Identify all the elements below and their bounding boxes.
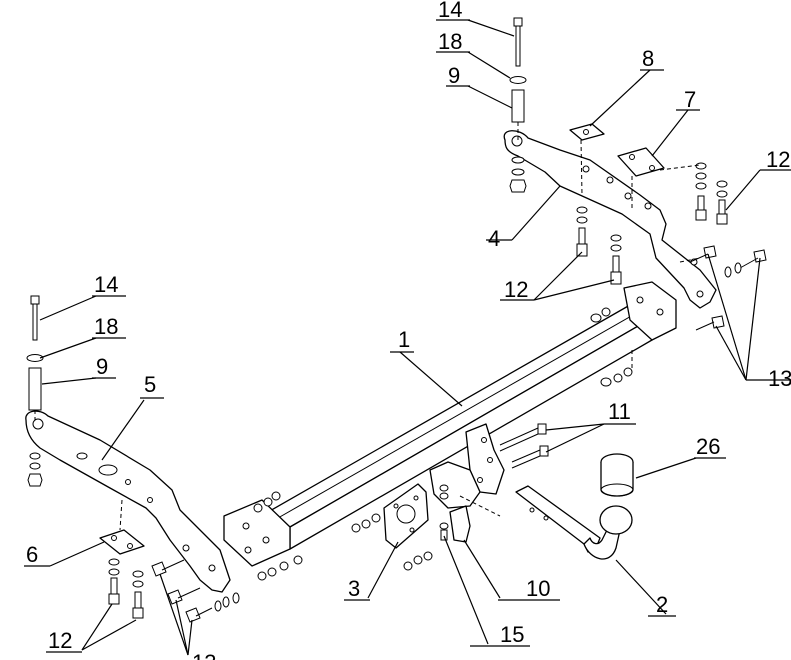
callout-10: 10 xyxy=(526,576,550,601)
callout-7: 7 xyxy=(684,87,696,112)
callout-1: 1 xyxy=(398,327,410,352)
callout-14-right: 14 xyxy=(438,0,462,22)
callout-9-left: 9 xyxy=(96,354,108,379)
bolt-stack-left xyxy=(26,295,44,487)
nuts-crossbar-right xyxy=(590,307,633,387)
bolts-left-side xyxy=(151,559,240,623)
callout-2: 2 xyxy=(656,592,668,617)
callout-18-left: 18 xyxy=(94,314,118,339)
leader-lines xyxy=(24,19,791,656)
plate-part-6 xyxy=(99,529,145,555)
callout-12-top-right: 12 xyxy=(766,147,790,172)
bolts-right-side xyxy=(679,245,767,331)
callout-14-left: 14 xyxy=(94,272,118,297)
callout-3: 3 xyxy=(348,576,360,601)
callout-26: 26 xyxy=(696,434,720,459)
callout-13-bottom: 13 xyxy=(192,650,216,660)
plate-part-7 xyxy=(617,147,665,177)
bolts-right-upper xyxy=(659,162,728,225)
callout-18-right: 18 xyxy=(438,29,462,54)
bracket-part-10 xyxy=(439,484,501,543)
callout-4: 4 xyxy=(488,226,500,251)
hitch-bracket xyxy=(429,423,505,509)
plate-part-8 xyxy=(569,123,605,141)
callout-9-right: 9 xyxy=(448,63,460,88)
socket-plate-part-3 xyxy=(351,483,433,571)
callout-5: 5 xyxy=(144,372,156,397)
callout-6: 6 xyxy=(26,542,38,567)
bolts-arm-lower xyxy=(576,206,622,285)
callout-8: 8 xyxy=(642,46,654,71)
callout-11: 11 xyxy=(608,399,631,424)
bolt-stack-right xyxy=(509,17,527,193)
callout-15: 15 xyxy=(500,622,524,647)
bolts-left-lower xyxy=(108,558,144,619)
side-arm-part-4 xyxy=(503,130,717,309)
bolts-part-11 xyxy=(499,423,549,469)
callout-12-bottom-left: 12 xyxy=(48,628,72,653)
nuts-crossbar-left xyxy=(253,491,303,581)
callout-labels: 14 18 9 8 7 12 4 12 13 14 18 9 5 1 11 26… xyxy=(26,0,791,660)
callout-12-middle: 12 xyxy=(504,277,528,302)
callout-13-right: 13 xyxy=(768,366,791,391)
side-arm-part-5 xyxy=(25,410,231,593)
tow-ball-neck-part-2 xyxy=(515,485,633,560)
ball-cap-part-26 xyxy=(600,453,634,497)
